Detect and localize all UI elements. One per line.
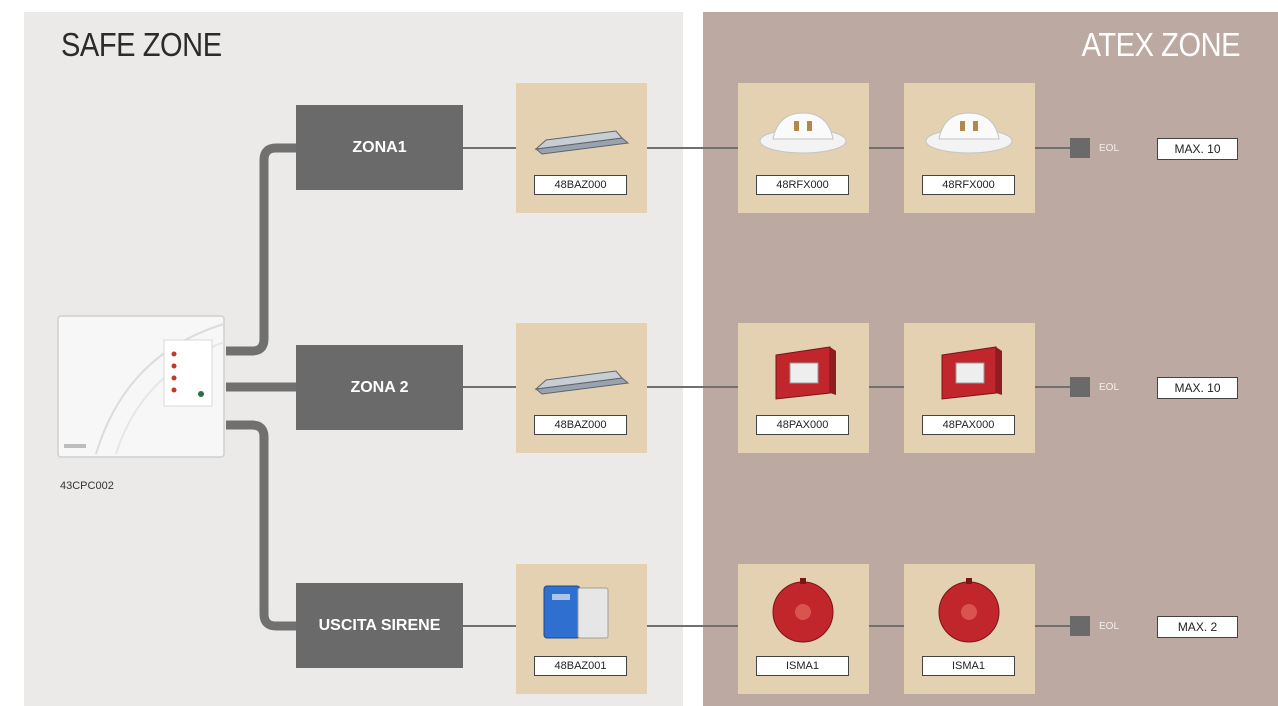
zone-box-2: ZONA 2 [296,345,463,430]
zone-box-1: ZONA1 [296,105,463,190]
atex-zone-title: ATEX ZONE [1081,26,1241,63]
barrier-tile-2: 48BAZ000 [516,323,647,453]
device-label: ISMA1 [922,656,1015,676]
max-devices-label: MAX. 10 [1157,138,1238,160]
panel-label: 43CPC002 [60,480,114,492]
device-label: 48RFX000 [922,175,1015,195]
device-tile-2a: 48PAX000 [738,323,869,453]
device-label: 48PAX000 [756,415,849,435]
device-tile-3a: ISMA1 [738,564,869,694]
device-label: 48PAX000 [922,415,1015,435]
eol-label: EOL [1099,621,1120,632]
safe-zone-title: SAFE ZONE [61,26,222,63]
max-devices-label: MAX. 10 [1157,377,1238,399]
manual-call-point-icon [775,346,836,400]
device-tile-3b: ISMA1 [904,564,1035,694]
eol-resistor-icon [1070,138,1090,158]
device-tile-1a: 48RFX000 [738,83,869,213]
barrier-tile-3: 48BAZ001 [516,564,647,694]
barrier-module-icon [534,130,630,155]
eol-label: EOL [1099,382,1120,393]
device-label: ISMA1 [756,656,849,676]
siren-icon [772,578,834,643]
eol-label: EOL [1099,143,1120,154]
zener-barrier-icon [543,585,609,639]
siren-icon [938,578,1000,643]
eol-resistor-icon [1070,616,1090,636]
barrier-label: 48BAZ000 [534,175,627,195]
heat-detector-icon [759,112,847,154]
device-tile-1b: 48RFX000 [904,83,1035,213]
barrier-label: 48BAZ000 [534,415,627,435]
control-panel-icon [57,315,225,458]
barrier-label: 48BAZ001 [534,656,627,676]
max-devices-label: MAX. 2 [1157,616,1238,638]
barrier-tile-1: 48BAZ000 [516,83,647,213]
barrier-module-icon [534,370,630,395]
eol-resistor-icon [1070,377,1090,397]
manual-call-point-icon [941,346,1002,400]
zone-box-sirens: USCITA SIRENE [296,583,463,668]
device-tile-2b: 48PAX000 [904,323,1035,453]
device-label: 48RFX000 [756,175,849,195]
heat-detector-icon [925,112,1013,154]
